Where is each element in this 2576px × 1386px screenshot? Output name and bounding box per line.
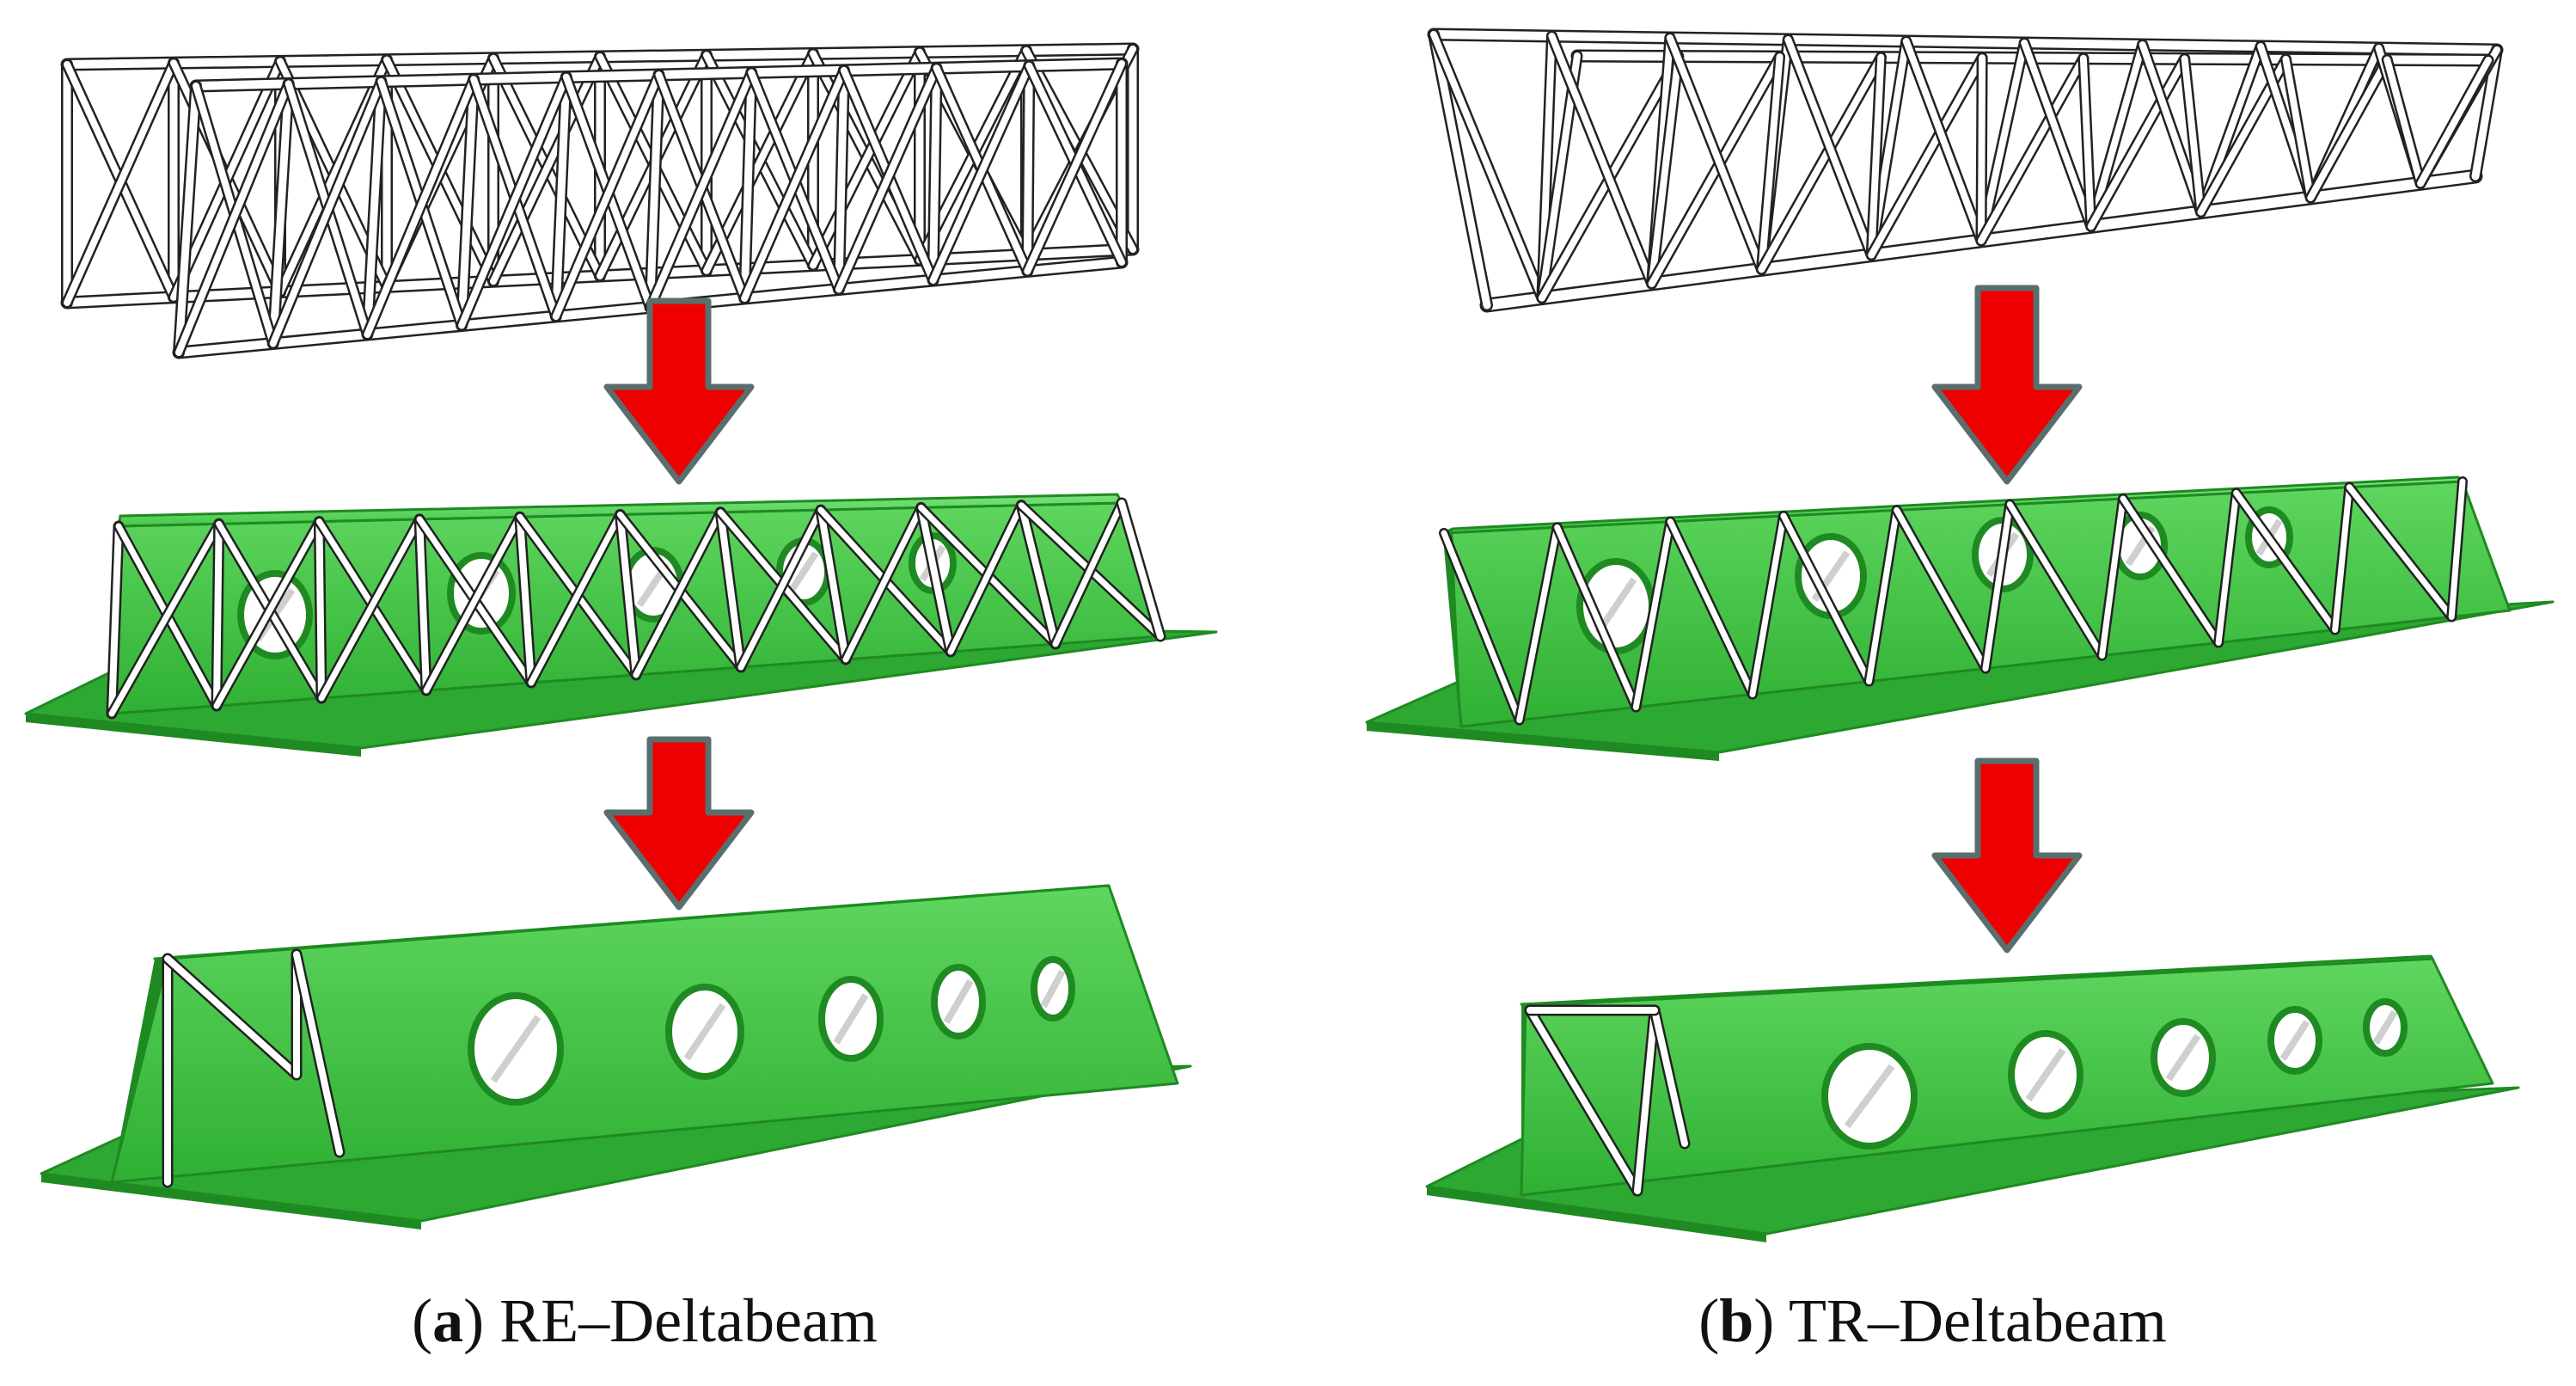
hole-bar — [1040, 969, 1066, 1009]
hole-bar — [1844, 1064, 1895, 1129]
partial-beam-b — [1365, 475, 2555, 761]
down-arrow-icon — [1931, 285, 2083, 485]
arrow-shape — [1931, 757, 2083, 954]
arrow-shape — [1931, 285, 2083, 485]
partial-beam-a — [24, 493, 1218, 757]
truss-frame-b — [1427, 28, 2504, 313]
caption-label-a: a — [432, 1286, 464, 1355]
hole-bar — [833, 993, 869, 1045]
flange-edge — [26, 714, 361, 757]
caption-panel-b: (b) TR–Deltabeam — [1698, 1286, 2167, 1355]
arrow-shape — [603, 736, 755, 911]
flange-edge — [1427, 1187, 1766, 1242]
finished-beam-a — [40, 884, 1192, 1230]
down-arrow-icon — [1931, 757, 2083, 954]
caption-title-a: RE–Deltabeam — [499, 1286, 878, 1355]
arrow-shape — [603, 297, 755, 485]
panel-b — [1365, 28, 2555, 1242]
end-opening — [112, 959, 168, 1182]
down-arrow-icon — [603, 297, 755, 485]
hole-bar — [2165, 1033, 2201, 1082]
caption-title-b: TR–Deltabeam — [1788, 1286, 2167, 1355]
hole-bar — [943, 978, 974, 1025]
finished-beam-b — [1425, 954, 2520, 1242]
caption-panel-a: (a) RE–Deltabeam — [412, 1286, 878, 1355]
hole-bar — [683, 1003, 726, 1061]
panel-a — [24, 42, 1218, 1230]
hole-bar — [490, 1015, 542, 1083]
truss-frame-a — [60, 42, 1140, 359]
down-arrow-icon — [603, 736, 755, 911]
caption-label-b: b — [1719, 1286, 1754, 1355]
end-opening — [1521, 1004, 1526, 1195]
flange-edge — [41, 1174, 421, 1230]
hole-bar — [2372, 1009, 2398, 1046]
hole-bar — [2279, 1020, 2310, 1061]
hole-bar — [788, 551, 819, 592]
hole-bar — [2025, 1047, 2066, 1102]
flange-edge — [1367, 722, 1719, 761]
end-opening — [1444, 529, 1461, 727]
